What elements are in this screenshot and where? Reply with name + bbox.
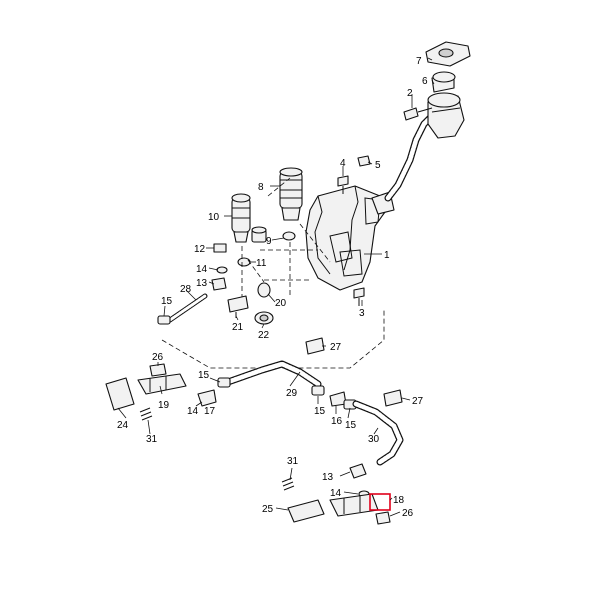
washer-fluid-reservoir — [305, 185, 395, 291]
callout-26-right: 26 — [402, 508, 414, 519]
callout-10: 10 — [208, 212, 220, 223]
hose-30 — [352, 400, 404, 466]
filler-cap — [425, 41, 471, 67]
hose-29 — [224, 360, 322, 388]
callout-25: 25 — [262, 504, 274, 515]
leader-lines — [117, 57, 435, 517]
callout-18: 18 — [393, 495, 405, 506]
clip-26-right — [375, 511, 391, 525]
callout-22: 22 — [258, 330, 270, 341]
callout-14-low: 14 — [330, 488, 342, 499]
callout-13-top: 13 — [196, 278, 208, 289]
callout-4: 4 — [340, 158, 346, 169]
callout-24: 24 — [117, 420, 129, 431]
elbow-14-mid — [197, 389, 217, 407]
callout-3: 3 — [359, 308, 365, 319]
callout-31-left: 31 — [146, 434, 158, 445]
filler-neck-seal — [431, 71, 456, 93]
callout-12: 12 — [194, 244, 206, 255]
callout-31-right: 31 — [287, 456, 299, 467]
bolt-4 — [337, 175, 349, 194]
bolt-3 — [353, 287, 365, 306]
nut-5 — [357, 155, 371, 167]
callout-11: 11 — [256, 258, 267, 269]
callout-6: 6 — [422, 76, 428, 87]
callout-13-low: 13 — [322, 472, 334, 483]
callout-29: 29 — [286, 388, 298, 399]
hose-28 — [167, 293, 208, 323]
elbow-13-top — [211, 277, 227, 291]
clip-27-low — [383, 389, 403, 407]
connector-15-a — [157, 315, 171, 325]
callout-5: 5 — [375, 160, 381, 171]
callout-8: 8 — [258, 182, 264, 193]
callout-14-top: 14 — [196, 264, 208, 275]
callout-2: 2 — [407, 88, 413, 99]
nozzle-cover-25 — [287, 499, 325, 523]
callout-labels: 1 2 3 4 5 6 7 8 9 10 11 12 13 14 15 28 2… — [117, 56, 428, 519]
elbow-12 — [213, 243, 227, 253]
callout-1: 1 — [384, 250, 390, 261]
clip-27-top — [305, 337, 325, 355]
callout-9: 9 — [266, 236, 272, 247]
grommet-9 — [282, 231, 296, 241]
nozzle-body-right — [329, 493, 379, 517]
callout-15-b: 15 — [198, 370, 210, 381]
nozzle-22 — [254, 311, 274, 325]
callout-21: 21 — [232, 322, 244, 333]
callout-17: 17 — [204, 406, 216, 417]
spring-clip-31-left — [139, 407, 153, 421]
grommet-23 — [251, 226, 267, 243]
connector-15-c — [311, 385, 325, 396]
grommet-20 — [257, 282, 271, 298]
washer-pump-8 — [279, 167, 303, 221]
callout-27-low: 27 — [412, 396, 424, 407]
valve-21 — [227, 295, 249, 318]
callout-16: 16 — [331, 416, 343, 427]
connector-15-b — [217, 377, 231, 388]
routing-guides — [161, 177, 385, 369]
callout-27-top: 27 — [330, 342, 342, 353]
spring-clip-31-right — [281, 477, 295, 491]
callout-14-mid: 14 — [187, 406, 199, 417]
callout-15-c: 15 — [314, 406, 326, 417]
washer-pump-10 — [231, 193, 251, 243]
nozzle-18-highlighted — [369, 493, 391, 511]
clip-26-left — [149, 363, 167, 377]
callout-28: 28 — [180, 284, 192, 295]
callout-15-d: 15 — [345, 420, 357, 431]
callout-7: 7 — [416, 56, 422, 67]
nozzle-cover-24 — [105, 377, 135, 411]
callout-15-a: 15 — [161, 296, 173, 307]
callout-26-left: 26 — [152, 352, 164, 363]
filler-neck-pipe — [384, 92, 465, 202]
clip-14-top — [216, 266, 228, 274]
callout-30: 30 — [368, 434, 380, 445]
callout-20: 20 — [275, 298, 287, 309]
grommet-11 — [237, 257, 251, 267]
nozzle-body-19 — [137, 373, 187, 395]
bolt-2 — [403, 107, 433, 121]
elbow-13-low — [349, 463, 367, 479]
callout-19: 19 — [158, 400, 170, 411]
